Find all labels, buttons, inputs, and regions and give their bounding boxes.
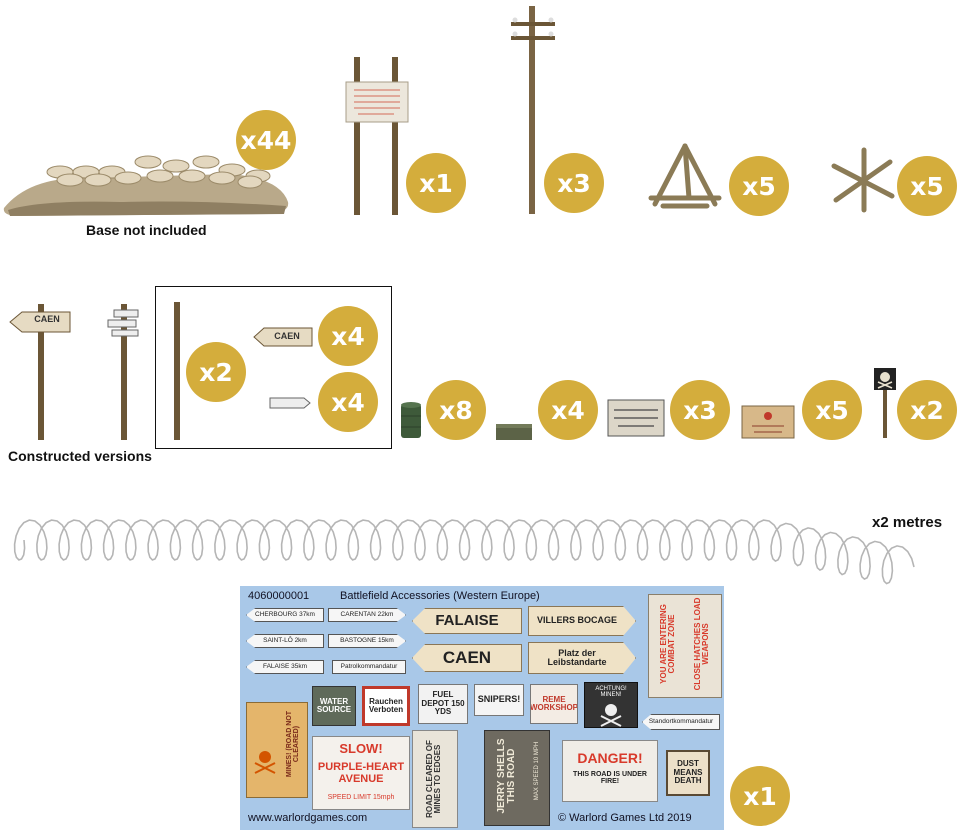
decal-mines-text: MINES! (ROAD NOT CLEARED): [285, 710, 300, 778]
quantity-badge: x3: [670, 380, 730, 440]
decal-platz-der-leibstandarte: Platz der Leibstandarte: [528, 642, 636, 674]
ammo-crate-image: [496, 424, 532, 440]
decal-villers-bocage: VILLERS BOCAGE: [528, 606, 636, 636]
decal-sheet: 4060000001 Battlefield Accessories (West…: [240, 586, 724, 830]
decal-jerry-shells: JERRY SHELLS THIS ROAD: [495, 738, 518, 814]
decal-saint-lo: SAINT-LÔ 2km: [246, 634, 324, 648]
hedgehog-obstacle-image: [831, 147, 895, 213]
quantity-badge: x2: [897, 380, 957, 440]
skull-crossbones-icon: [600, 704, 622, 727]
double-post-sign-image: [345, 57, 409, 215]
decal-close-hatches: CLOSE HATCHES LOAD WEAPONS: [692, 597, 710, 691]
constructed-versions-caption: Constructed versions: [8, 448, 152, 464]
decal-falaise-small: FALAISE 35km: [246, 660, 324, 674]
quantity-badge: x5: [802, 380, 862, 440]
decal-bastogne: BASTOGNE 15km: [328, 634, 406, 648]
arrow-sign-part-image: [253, 327, 313, 347]
telegraph-pole-image: [511, 6, 555, 214]
sandbag-wall-image: [3, 155, 289, 216]
decal-cherbourg: CHERBOURG 37km: [246, 608, 324, 622]
product-code: 4060000001: [248, 590, 310, 602]
quantity-badge: x1: [406, 153, 466, 213]
decal-under-fire: THIS ROAD IS UNDER FIRE!: [573, 771, 647, 785]
skull-sign-image: [874, 368, 896, 438]
decal-patrolkommandatur: Patrolkommandatur: [332, 660, 406, 674]
decal-slow: SLOW!: [339, 741, 383, 757]
multi-direction-signpost-image: [107, 304, 139, 440]
barbed-wire-coil-image: [13, 519, 915, 585]
decal-road-cleared-plank: [412, 730, 458, 828]
oil-drum-image: [401, 402, 421, 438]
quantity-badge: x44: [236, 110, 296, 170]
quantity-badge: x5: [729, 156, 789, 216]
decal-snipers: SNIPERS!: [474, 684, 524, 716]
mines-skull-icon: [254, 751, 276, 774]
decal-road-cleared: ROAD CLEARED OF MINES TO EDGES: [424, 740, 442, 818]
achtung-minen-text: ACHTUNG! MINEN!: [595, 686, 627, 698]
decal-standortkommandatur: Standortkommandatur: [642, 714, 720, 730]
website-text: www.warlordgames.com: [248, 812, 368, 824]
decal-danger-panel: DANGER! THIS ROAD IS UNDER FIRE!: [562, 740, 658, 802]
caen-part-label: CAEN: [274, 331, 300, 341]
base-not-included-caption: Base not included: [86, 222, 207, 238]
quantity-badge: x4: [538, 380, 598, 440]
decal-reme-workshop: REME WORKSHOP: [530, 684, 578, 724]
decal-rauchen-verboten: Rauchen Verboten: [362, 686, 410, 726]
wire-length-label: x2 metres: [872, 514, 943, 531]
quantity-badge: x4: [318, 372, 378, 432]
tripod-obstacle-image: [648, 143, 722, 209]
decal-purple-heart-panel: SLOW! PURPLE-HEART AVENUE SPEED LIMIT 15…: [312, 736, 410, 810]
plain-post-image: [174, 302, 180, 440]
quantity-badge: x3: [544, 153, 604, 213]
decal-fuel-depot: FUEL DEPOT 150 YDS: [418, 684, 468, 724]
caen-signpost-image: [9, 304, 71, 440]
road-cleared-sign-image: [607, 399, 665, 437]
small-arrow-sign-part-image: [269, 397, 311, 409]
decal-combat-zone: YOU ARE ENTERING COMBAT ZONE: [658, 604, 676, 684]
sheet-title: Battlefield Accessories (Western Europe): [340, 590, 540, 602]
quantity-badge: x8: [426, 380, 486, 440]
quantity-badge: x5: [897, 156, 957, 216]
decal-danger: DANGER!: [577, 749, 643, 766]
warning-plank-image: [741, 405, 795, 439]
decal-falaise: FALAISE: [412, 608, 522, 634]
decal-jerry-plank: [484, 730, 550, 826]
decal-purple-heart-avenue: PURPLE-HEART AVENUE: [317, 761, 405, 785]
combat-zone-plank: [648, 594, 722, 698]
decal-caen: CAEN: [412, 644, 522, 672]
quantity-badge: x2: [186, 342, 246, 402]
quantity-badge: x1: [730, 766, 790, 826]
decal-water-source: WATER SOURCE: [312, 686, 356, 726]
decal-carentan: CARENTAN 22km: [328, 608, 406, 622]
decal-speed-limit: SPEED LIMIT 15mph: [327, 794, 395, 802]
copyright-text: © Warlord Games Ltd 2019: [558, 812, 692, 824]
decal-mines-plank: [246, 702, 308, 798]
quantity-badge: x4: [318, 306, 378, 366]
decal-dust-means-death: DUST MEANS DEATH: [666, 750, 710, 796]
decal-max-speed: MAX SPEED 10 MPH: [533, 741, 540, 801]
parts-frame: [155, 286, 392, 449]
decal-achtung-minen: ACHTUNG! MINEN!: [584, 682, 638, 728]
caen-sign-label: CAEN: [34, 314, 60, 324]
